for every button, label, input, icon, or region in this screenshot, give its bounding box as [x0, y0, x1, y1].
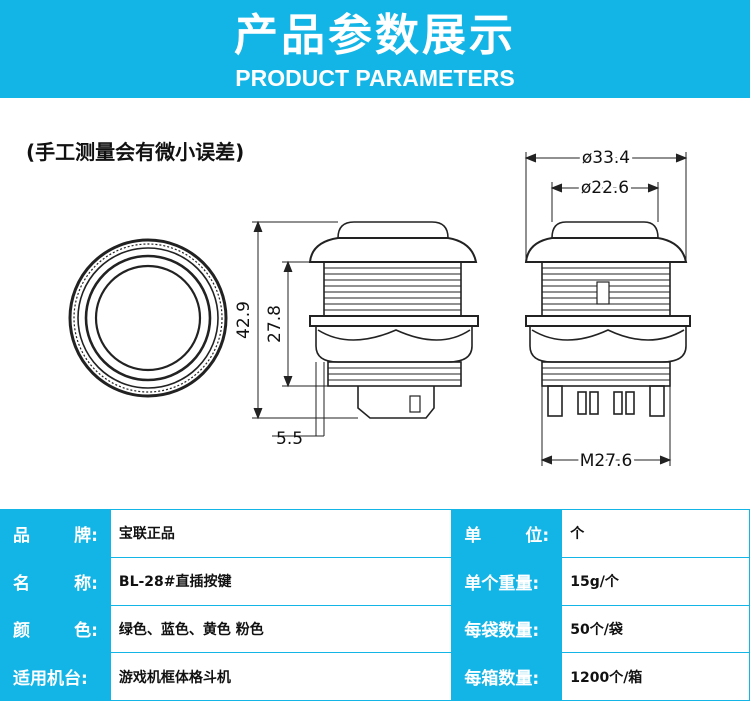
dim-total-height: 42.9 [234, 301, 254, 339]
brand-value: 宝联正品 [109, 509, 453, 558]
measurement-note: (手工测量会有微小误差) [26, 140, 245, 164]
unit-label: 单位: [451, 509, 563, 558]
spec-table: 品牌: 宝联正品 单位: 个 名称: BL-28#直插按键 单个重量: 15g/… [0, 509, 750, 701]
name-value: BL-28#直插按键 [109, 556, 453, 606]
table-row: 颜色: 绿色、蓝色、黄色 粉色 每袋数量: 50个/袋 [0, 604, 750, 654]
bag-qty-label: 每袋数量: [451, 604, 563, 654]
color-label: 颜色: [0, 604, 111, 654]
weight-label: 单个重量: [451, 556, 563, 606]
name-label: 名称: [0, 556, 111, 606]
top-view-drawing [68, 238, 228, 398]
page-title: 产品参数展示 [234, 10, 516, 61]
table-row: 适用机台: 游戏机框体格斗机 每箱数量: 1200个/箱 [0, 652, 750, 701]
brand-label: 品牌: [0, 509, 111, 558]
box-qty-value: 1200个/箱 [561, 652, 750, 701]
dim-outer-diameter: ø33.4 [582, 148, 630, 168]
dim-thread-size: M27.6 [580, 451, 633, 471]
dim-inner-diameter: ø22.6 [581, 178, 629, 198]
table-row: 品牌: 宝联正品 单位: 个 [0, 509, 750, 558]
technical-drawing: 42.9 27.8 5.5 ø33.4 ø22.6 M27.6 [68, 145, 691, 474]
side-view-drawing [308, 221, 479, 419]
dimension-lines [252, 152, 688, 466]
bag-qty-value: 50个/袋 [561, 604, 750, 654]
header-banner: 产品参数展示 PRODUCT PARAMETERS [0, 0, 750, 98]
dim-nut-width: 5.5 [276, 429, 303, 449]
usage-value: 游戏机框体格斗机 [109, 652, 453, 701]
dim-thread-height: 27.8 [265, 305, 285, 343]
table-row: 名称: BL-28#直插按键 单个重量: 15g/个 [0, 556, 750, 606]
weight-value: 15g/个 [561, 556, 750, 606]
usage-label: 适用机台: [0, 652, 111, 701]
front-view-drawing [524, 221, 691, 417]
box-qty-label: 每箱数量: [451, 652, 563, 701]
unit-value: 个 [561, 509, 750, 558]
page-subtitle: PRODUCT PARAMETERS [235, 65, 515, 91]
color-value: 绿色、蓝色、黄色 粉色 [109, 604, 453, 654]
